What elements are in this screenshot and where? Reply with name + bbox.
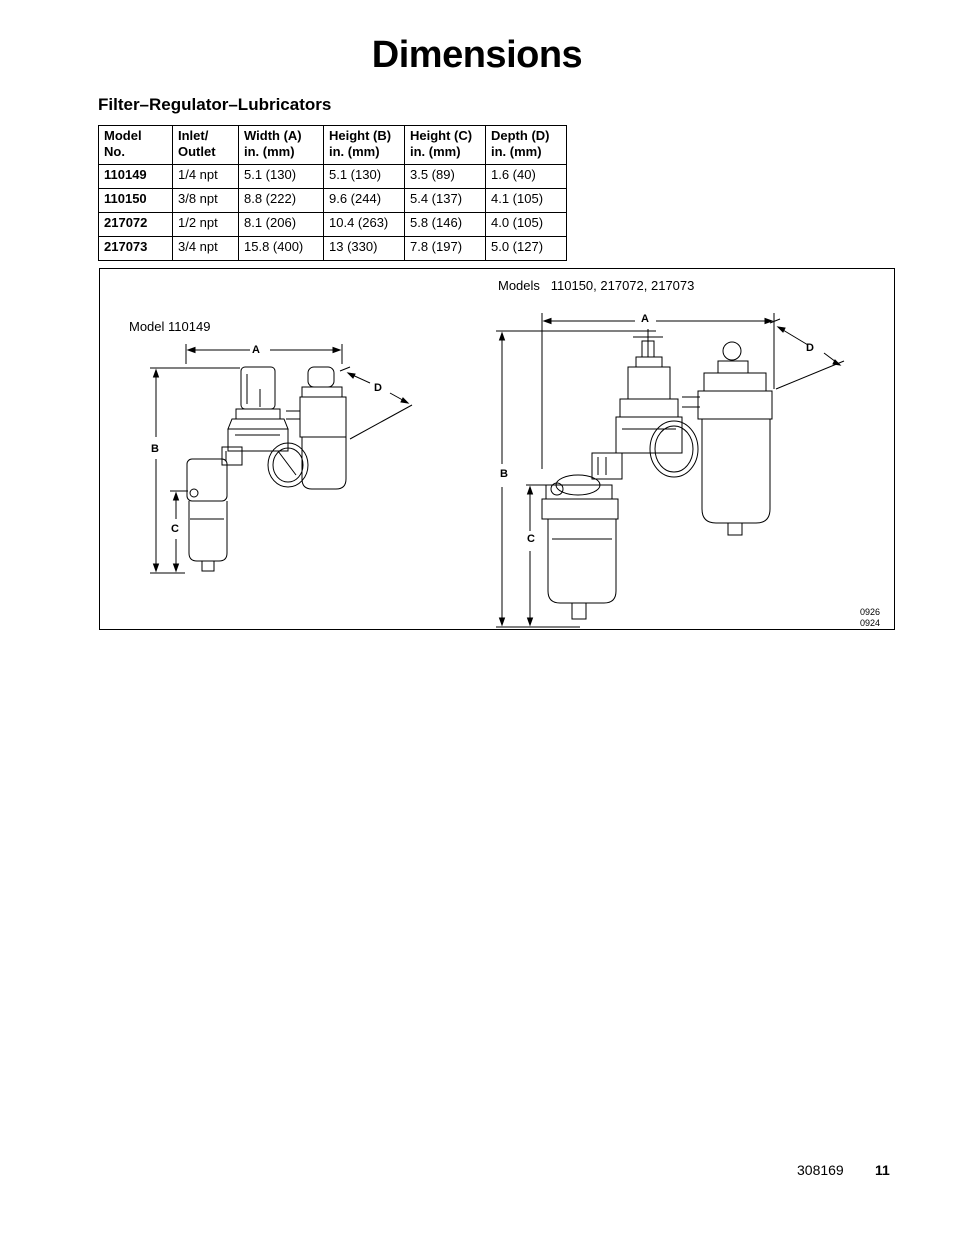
dimension-letter-a: A bbox=[252, 344, 260, 356]
figure-label-left: Model 110149 bbox=[129, 319, 211, 334]
table-cell: 13 (330) bbox=[323, 236, 405, 261]
table-cell: 4.0 (105) bbox=[485, 212, 567, 237]
table-cell: 217073 bbox=[98, 236, 173, 261]
header-cell: Width (A)in. (mm) bbox=[238, 125, 324, 165]
header-cell: Height (B)in. (mm) bbox=[323, 125, 405, 165]
table-row: 110150 3/8 npt 8.8 (222) 9.6 (244) 5.4 (… bbox=[98, 188, 567, 213]
table-cell: 3/8 npt bbox=[172, 188, 239, 213]
page-title: Dimensions bbox=[371, 34, 583, 76]
table-cell: 5.1 (130) bbox=[238, 164, 324, 189]
table-cell: 1/4 npt bbox=[172, 164, 239, 189]
table-cell: 15.8 (400) bbox=[238, 236, 324, 261]
dimension-letter-d: D bbox=[806, 342, 814, 354]
page-number: 11 bbox=[875, 1162, 890, 1178]
dimension-letter-d: D bbox=[374, 382, 382, 394]
dimension-drawing-art bbox=[150, 313, 845, 628]
table-cell: 8.8 (222) bbox=[238, 188, 324, 213]
table-cell: 4.1 (105) bbox=[485, 188, 567, 213]
header-cell: Height (C)in. (mm) bbox=[404, 125, 486, 165]
dimension-drawing: Model 110149 Models 110150, 217072, 2170… bbox=[99, 268, 895, 630]
table-cell: 10.4 (263) bbox=[323, 212, 405, 237]
dimension-letter-c: C bbox=[527, 533, 535, 545]
table-cell: 3.5 (89) bbox=[404, 164, 486, 189]
table-cell: 5.0 (127) bbox=[485, 236, 567, 261]
dimension-letter-c: C bbox=[171, 523, 179, 535]
table-cell: 5.1 (130) bbox=[323, 164, 405, 189]
table-cell: 110149 bbox=[98, 164, 173, 189]
table-cell: 8.1 (206) bbox=[238, 212, 324, 237]
small-frl-illustration bbox=[150, 344, 413, 574]
dimension-letter-b: B bbox=[151, 443, 159, 455]
table-row: 110149 1/4 npt 5.1 (130) 5.1 (130) 3.5 (… bbox=[98, 164, 567, 189]
header-cell: Depth (D)in. (mm) bbox=[485, 125, 567, 165]
large-frl-illustration bbox=[496, 313, 845, 628]
table-cell: 217072 bbox=[98, 212, 173, 237]
section-heading: Filter–Regulator–Lubricators bbox=[98, 95, 332, 114]
table-row: 217072 1/2 npt 8.1 (206) 10.4 (263) 5.8 … bbox=[98, 212, 567, 237]
table-cell: 5.4 (137) bbox=[404, 188, 486, 213]
dimension-letter-a: A bbox=[641, 313, 649, 325]
header-cell: Inlet/Outlet bbox=[172, 125, 239, 165]
table-cell: 1/2 npt bbox=[172, 212, 239, 237]
table-cell: 7.8 (197) bbox=[404, 236, 486, 261]
figure-label-right: Models 110150, 217072, 217073 bbox=[498, 278, 695, 293]
table-cell: 5.8 (146) bbox=[404, 212, 486, 237]
table-cell: 1.6 (40) bbox=[485, 164, 567, 189]
dimension-letter-b: B bbox=[500, 468, 508, 480]
table-cell: 9.6 (244) bbox=[323, 188, 405, 213]
table-row: 217073 3/4 npt 15.8 (400) 13 (330) 7.8 (… bbox=[98, 236, 567, 261]
table-cell: 3/4 npt bbox=[172, 236, 239, 261]
document-number: 308169 bbox=[797, 1162, 844, 1178]
table-cell: 110150 bbox=[98, 188, 173, 213]
